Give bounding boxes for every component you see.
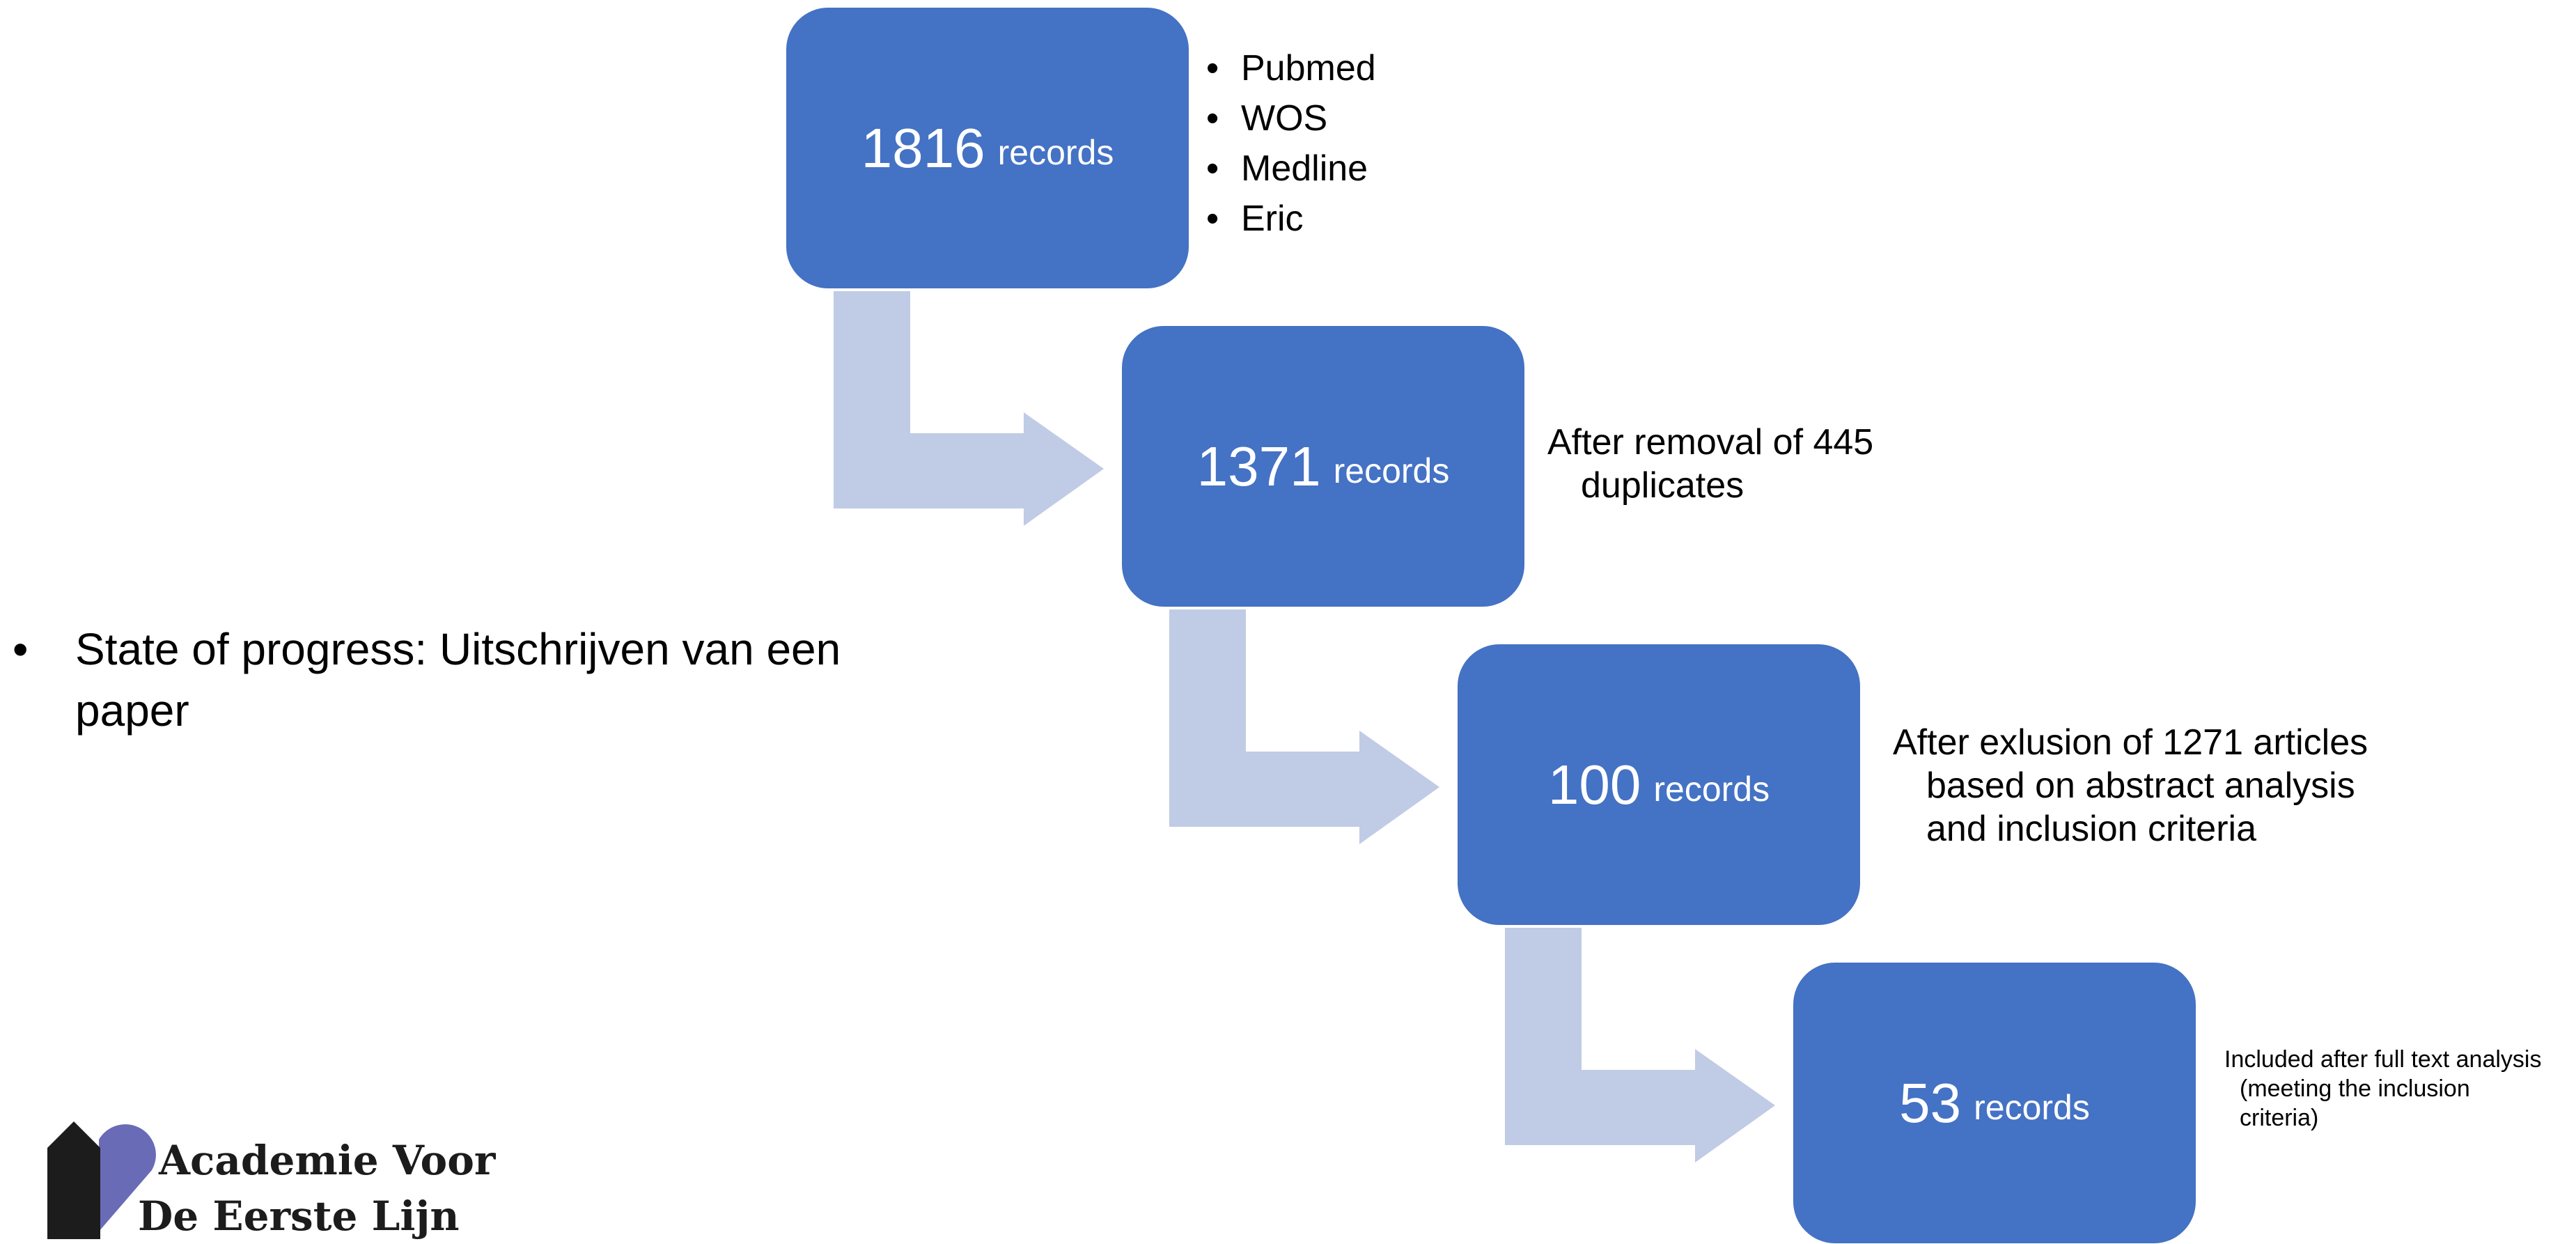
logo-wordmark: Academie Voor De Eerste Lijn [138, 1137, 496, 1240]
bullet-icon: • [1206, 98, 1219, 139]
flow-arrow-3 [1505, 928, 1775, 1163]
record-count: 100 [1547, 753, 1641, 816]
bullet-icon: • [1206, 48, 1219, 88]
source-item: •Pubmed [1206, 43, 1376, 93]
bullet-icon: • [1206, 148, 1219, 189]
record-unit: records [1653, 769, 1770, 809]
record-count: 1816 [861, 116, 985, 179]
flow-arrow-1 [834, 291, 1104, 526]
bullet-icon: • [13, 624, 29, 674]
progress-status-text: • State of progress: Uitschrijven van ee… [13, 619, 841, 741]
abstract-exclusion-note: After exlusion of 1271 articles based on… [1893, 722, 2368, 849]
source-item: •WOS [1206, 93, 1376, 143]
records-box-53: 53 records [1793, 963, 2196, 1243]
record-unit: records [1333, 451, 1450, 490]
record-unit: records [1974, 1087, 2090, 1127]
academie-logo: Academie Voor De Eerste Lijn [47, 1121, 521, 1240]
record-count: 53 [1899, 1071, 1962, 1134]
flow-arrow-2 [1169, 609, 1439, 844]
duplicates-removal-note: After removal of 445 duplicates [1547, 422, 1874, 506]
bullet-icon: • [1206, 199, 1219, 239]
record-count: 1371 [1196, 435, 1321, 497]
source-item: •Medline [1206, 143, 1376, 194]
record-unit: records [997, 132, 1114, 172]
records-box-1816: 1816 records [786, 8, 1189, 288]
logo-mark-icon [47, 1121, 156, 1239]
source-database-list: •Pubmed •WOS •Medline •Eric [1206, 43, 1376, 244]
records-box-100: 100 records [1458, 644, 1860, 925]
records-box-1371: 1371 records [1122, 326, 1524, 607]
source-item: •Eric [1206, 194, 1376, 244]
full-text-inclusion-note: Included after full text analysis (meeti… [2224, 1046, 2542, 1131]
